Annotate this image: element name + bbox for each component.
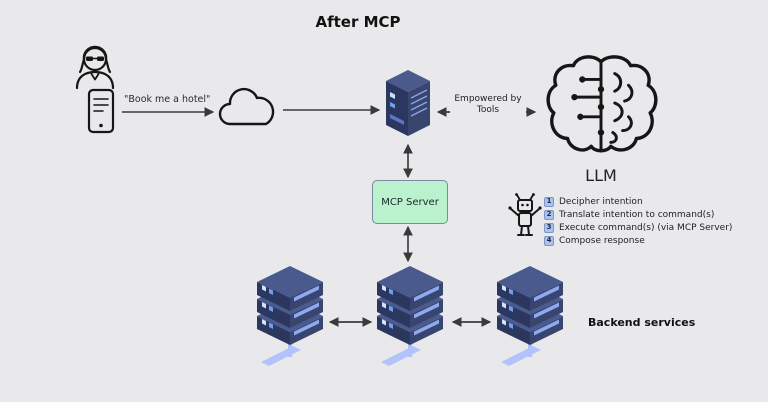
llm-label: LLM [585,166,617,185]
cheering-robot-icon [508,193,542,236]
step-number-badge: 3 [544,222,554,233]
list-item: 2 Translate intention to command(s) [544,208,732,221]
server-stack-icon [495,266,565,378]
list-item: 4 Compose response [544,234,732,247]
llm-steps-list: 1 Decipher intention 2 Translate intenti… [544,195,732,247]
smartphone-icon [87,88,115,134]
mcp-server-box: MCP Server [372,180,448,224]
brain-circuit-icon [546,55,658,153]
step-number-badge: 4 [544,235,554,246]
list-item: 3 Execute command(s) (via MCP Server) [544,221,732,234]
step-label: Translate intention to command(s) [559,209,715,220]
step-label: Execute command(s) (via MCP Server) [559,222,733,233]
backend-services-label: Backend services [588,316,696,329]
step-label: Compose response [559,235,645,246]
diagram-title: After MCP [315,13,401,31]
step-number-badge: 2 [544,209,554,220]
server-stack-icon [375,266,445,378]
step-number-badge: 1 [544,196,554,207]
empowered-by-tools-label: Empowered by Tools [450,93,526,117]
customer-icon [75,45,115,90]
cloud-icon [218,88,275,126]
server-stack-icon [255,266,325,378]
step-label: Decipher intention [559,196,643,207]
mcp-server-label: MCP Server [381,196,439,208]
host-server-icon [386,70,430,136]
list-item: 1 Decipher intention [544,195,732,208]
speech-text: "Book me a hotel" [124,94,211,105]
